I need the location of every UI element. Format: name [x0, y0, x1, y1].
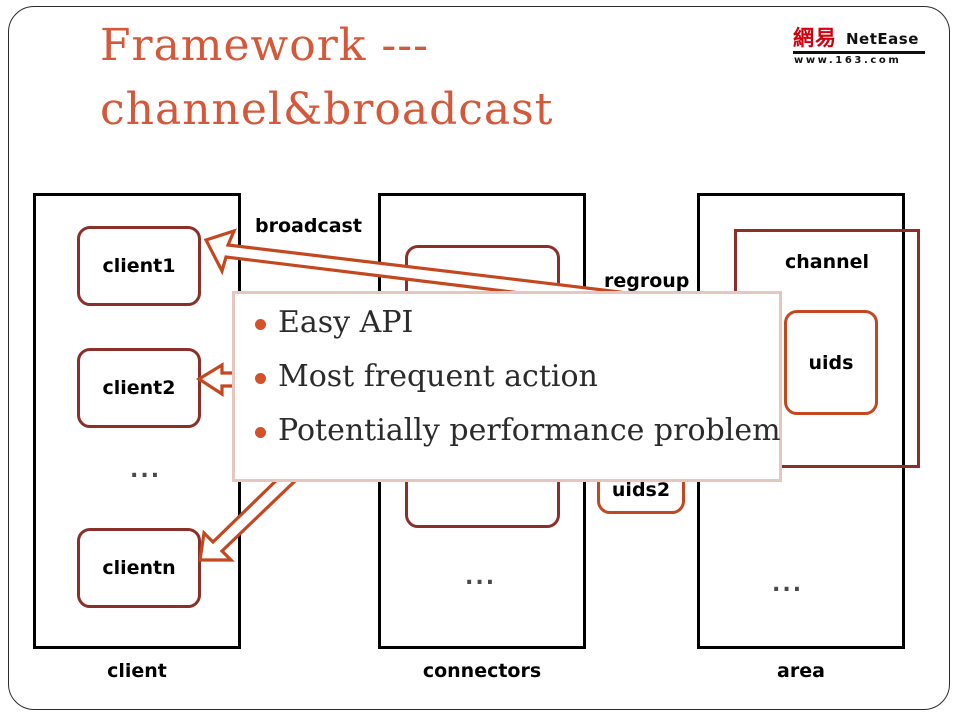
netease-logo-brand: NetEase — [846, 30, 919, 48]
node-uids-label: uids — [808, 351, 854, 374]
edge-label-regroup: regroup — [604, 270, 690, 292]
slide-frame-border — [8, 6, 950, 710]
area-column-ellipsis: ... — [772, 572, 804, 597]
page-title: Framework --- channel&broadcast — [100, 14, 740, 142]
callout-box — [232, 291, 782, 482]
node-client1-label: client1 — [102, 255, 176, 277]
netease-logo-url: www.163.com — [794, 55, 902, 66]
netease-logo: 網易 NetEase www.163.com — [793, 27, 925, 69]
node-client1[interactable]: client1 — [77, 226, 201, 306]
callout-bullet-1: Easy API — [238, 296, 798, 350]
column-label-client: client — [107, 660, 167, 682]
page-title-line-2: channel&broadcast — [100, 83, 554, 135]
page-title-line-1: Framework --- — [100, 20, 429, 71]
node-clientn[interactable]: clientn — [77, 528, 201, 608]
netease-logo-divider — [793, 51, 925, 54]
column-label-connectors: connectors — [422, 660, 542, 682]
node-clientn-label: clientn — [102, 557, 176, 579]
callout-bullet-2: Most frequent action — [238, 350, 798, 404]
node-channel-label: channel — [784, 251, 870, 273]
node-client2-label: client2 — [102, 377, 176, 399]
callout-bullet-3: Potentially performance problem — [238, 404, 798, 458]
node-client2[interactable]: client2 — [77, 348, 201, 428]
node-uids[interactable]: uids — [784, 310, 878, 415]
edge-label-broadcast: broadcast — [255, 215, 362, 237]
callout-bullet-list: Easy API Most frequent action Potentiall… — [238, 296, 798, 458]
column-label-area: area — [777, 660, 825, 682]
node-uids2-label: uids2 — [611, 478, 671, 501]
connectors-column-ellipsis: ... — [465, 565, 497, 590]
client-column-ellipsis: ... — [130, 458, 162, 483]
netease-logo-cn-text: 網易 — [793, 26, 837, 50]
